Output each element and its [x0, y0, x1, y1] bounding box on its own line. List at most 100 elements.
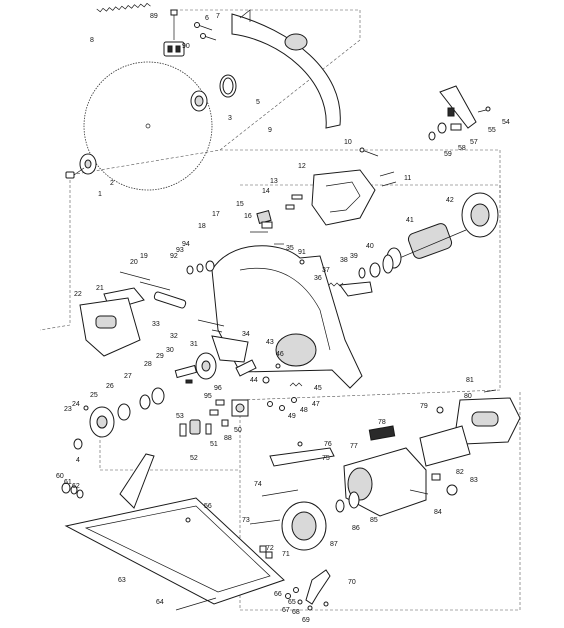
- part-number-label-45: 45: [314, 385, 322, 392]
- nut-part-71: [265, 551, 273, 559]
- part-number-label-76: 76: [324, 441, 332, 448]
- field-part-87: [281, 501, 327, 551]
- ring-part-24: [117, 403, 131, 421]
- washer-part-60: [61, 482, 71, 494]
- part-number-label-69: 69: [302, 617, 310, 624]
- part-number-label-65: 65: [288, 599, 296, 606]
- part-number-label-39: 39: [350, 253, 358, 260]
- key-part-28: [185, 379, 193, 384]
- label-part-78: [368, 425, 396, 441]
- spring-part-45: [289, 382, 303, 387]
- part-number-label-50: 50: [234, 427, 242, 434]
- part-number-label-79: 79: [420, 403, 428, 410]
- bracket-part-90: [163, 41, 185, 57]
- part-number-label-52: 52: [190, 455, 198, 462]
- part-number-label-48: 48: [300, 407, 308, 414]
- part-number-label-38: 38: [340, 257, 348, 264]
- part-number-label-78: 78: [378, 419, 386, 426]
- outer-flange-part-2: [79, 153, 97, 175]
- part-number-label-58: 58: [458, 145, 466, 152]
- part-number-label-90: 90: [182, 43, 190, 50]
- ring-part-38: [358, 267, 366, 279]
- part-number-label-17: 17: [212, 211, 220, 218]
- gear-housing-part-18: [211, 245, 363, 389]
- shaft-part-29: [174, 364, 198, 379]
- part-number-label-57: 57: [470, 139, 478, 146]
- bolt-part-64: [175, 597, 217, 611]
- part-number-label-10: 10: [344, 139, 352, 146]
- washer-part-58: [437, 122, 447, 134]
- part-number-label-88: 88: [224, 435, 232, 442]
- part-number-label-11: 11: [404, 175, 411, 182]
- ring-part-26: [139, 394, 151, 410]
- part-number-label-14: 14: [262, 188, 270, 195]
- cover-part-12: [311, 169, 376, 226]
- bolt-part-96: [215, 399, 225, 406]
- part-number-label-74: 74: [254, 481, 262, 488]
- shaft-part-33: [153, 291, 187, 309]
- flange-part-25: [89, 406, 115, 438]
- part-number-label-63: 63: [118, 577, 126, 584]
- block-part-15: [256, 210, 272, 224]
- pin-part-14: [285, 204, 295, 210]
- part-number-label-6: 6: [205, 15, 209, 22]
- pin-part-34: [197, 319, 225, 327]
- screw-part-48: [279, 405, 285, 411]
- part-number-label-9: 9: [268, 127, 272, 134]
- part-number-label-53: 53: [176, 413, 184, 420]
- flange-part-3: [190, 90, 208, 112]
- part-number-label-37: 37: [322, 267, 330, 274]
- part-number-label-91: 91: [298, 249, 306, 256]
- part-number-label-16: 16: [244, 213, 252, 220]
- saw-blade: [83, 61, 213, 191]
- rod-part-20: [139, 281, 171, 291]
- nut-part-79: [436, 406, 444, 414]
- washer-part-61: [70, 485, 78, 495]
- ring-part-86: [335, 499, 345, 513]
- shaft-part-36: [339, 281, 373, 297]
- part-number-label-5: 5: [256, 99, 260, 106]
- screw-part-84: [409, 489, 429, 495]
- bolt-part-82: [431, 473, 441, 481]
- part-number-label-92: 92: [170, 253, 178, 260]
- washer-part-67: [297, 599, 303, 605]
- part-number-label-35: 35: [286, 245, 294, 252]
- screw-part-81: [483, 389, 497, 393]
- plate-part-31: [211, 335, 249, 363]
- part-number-label-15: 15: [236, 201, 244, 208]
- armature-part-41: [386, 223, 467, 269]
- screw-part-10: [359, 147, 379, 157]
- screw-part-23: [83, 405, 89, 411]
- part-number-label-72: 72: [266, 545, 274, 552]
- part-number-label-22: 22: [74, 291, 82, 298]
- nut-part-62: [76, 489, 84, 499]
- nut-part-88: [221, 419, 229, 427]
- part-number-label-73: 73: [242, 517, 250, 524]
- part-number-label-46: 46: [276, 351, 284, 358]
- washer-part-69: [323, 601, 329, 607]
- pin-part-57: [450, 123, 462, 131]
- pin-part-13: [291, 194, 303, 200]
- part-number-label-94: 94: [182, 241, 190, 248]
- screw-part-11: [379, 171, 397, 187]
- washer-part-68: [307, 605, 313, 611]
- plate-part-22: [79, 297, 141, 357]
- washer-part-93: [196, 263, 204, 273]
- gear-part-30: [195, 352, 217, 380]
- part-number-label-70: 70: [348, 579, 356, 586]
- ring-part-5: [219, 74, 237, 98]
- part-number-label-1: 1: [98, 191, 102, 198]
- bolt-part-89: [170, 9, 178, 40]
- washer-part-92: [186, 265, 194, 275]
- knob-part-52: [189, 419, 201, 435]
- part-number-label-84: 84: [434, 509, 442, 516]
- part-number-label-33: 33: [152, 321, 160, 328]
- gear-part-40: [382, 254, 394, 274]
- plate-part-16: [261, 221, 273, 229]
- part-number-label-25: 25: [90, 392, 98, 399]
- part-number-label-23: 23: [64, 406, 72, 413]
- lever-part-43: [235, 359, 257, 377]
- screw-part-91: [299, 259, 305, 265]
- part-number-label-2: 2: [110, 180, 114, 187]
- screw-part-51: [205, 423, 212, 435]
